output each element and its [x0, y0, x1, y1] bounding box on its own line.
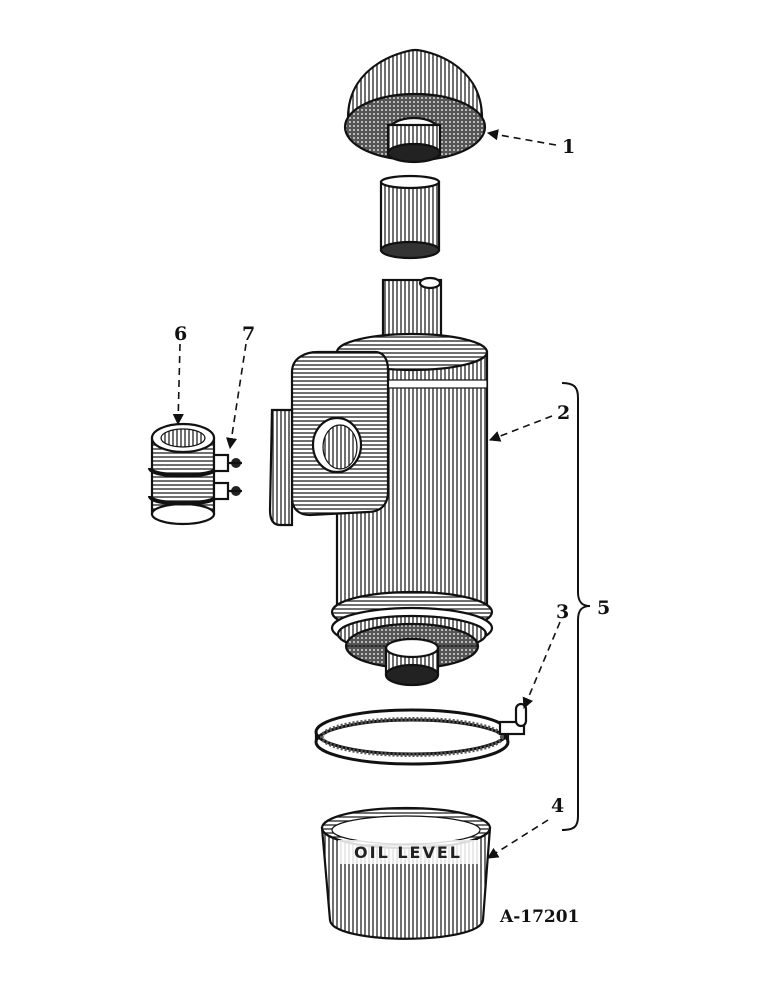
leader-3	[522, 621, 561, 710]
callout-6: 6	[174, 323, 187, 345]
callout-4: 4	[551, 795, 564, 817]
callout-7: 7	[242, 323, 255, 345]
assembly-bracket	[561, 382, 591, 831]
leader-lines	[172, 129, 561, 859]
oil-level-embossing: OIL LEVEL	[354, 843, 462, 862]
callout-3: 3	[556, 601, 569, 623]
air-cleaner-body	[268, 276, 494, 687]
figure-number: A-17201	[499, 907, 579, 927]
precleaner-cap	[343, 48, 487, 164]
leader-4	[487, 819, 549, 859]
oil-cup: OIL LEVEL	[320, 806, 492, 940]
intake-pipe-section	[379, 174, 441, 260]
leader-2	[488, 415, 553, 442]
callout-5: 5	[597, 597, 610, 619]
leader-1	[486, 129, 557, 146]
leader-7	[225, 343, 247, 450]
leader-6	[172, 343, 184, 426]
callout-2: 2	[557, 402, 570, 424]
callout-1: 1	[562, 136, 575, 158]
cup-clamp-band	[314, 702, 528, 766]
hose-clamps	[148, 453, 242, 506]
